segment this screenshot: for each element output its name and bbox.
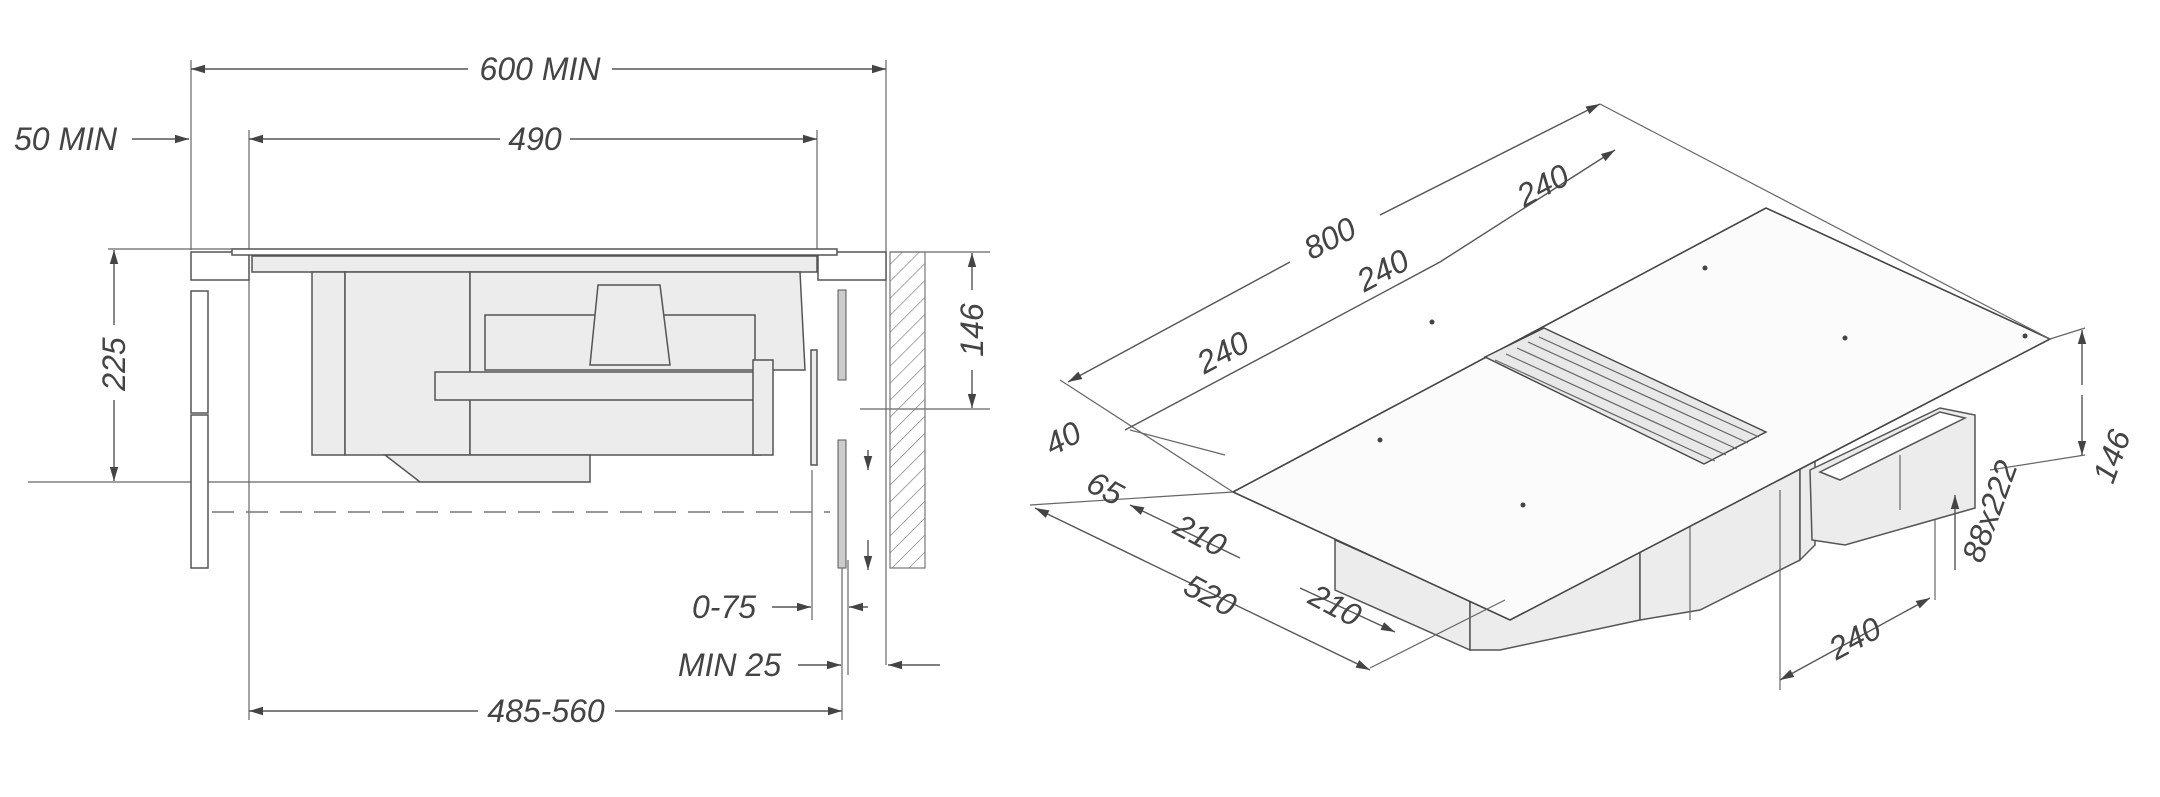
dim-50-min: 50 MIN — [14, 121, 189, 157]
back-panel-upper — [837, 289, 847, 381]
dim-min-25: MIN 25 — [678, 647, 940, 683]
label-50-min: 50 MIN — [14, 121, 118, 157]
label-146-iso: 146 — [2086, 425, 2138, 488]
label-146-side: 146 — [954, 303, 990, 357]
dim-146: 146 — [954, 253, 990, 408]
iso-view: 800 240 240 240 40 65 210 210 520 146 88… — [1029, 103, 2138, 690]
label-240-zone-2: 240 — [1350, 242, 1415, 299]
side-view: 600 MIN 50 MIN 490 225 146 0-75 — [14, 51, 990, 729]
label-min-25: MIN 25 — [678, 647, 781, 683]
label-65: 65 — [1081, 464, 1130, 513]
label-240-zone-1: 240 — [1190, 324, 1255, 381]
back-panel-lower — [837, 439, 847, 569]
label-225: 225 — [96, 337, 132, 392]
dim-0-75: 0-75 — [692, 589, 868, 625]
vent-grille — [1483, 327, 1768, 465]
worktop — [190, 251, 887, 569]
label-490: 490 — [508, 121, 562, 157]
label-240-duct: 240 — [1822, 610, 1887, 667]
dim-225: 225 — [96, 250, 132, 481]
label-240-zone-3: 240 — [1510, 157, 1575, 214]
label-600-min: 600 MIN — [480, 51, 602, 87]
label-485-560: 485-560 — [487, 693, 605, 729]
duct-outlet — [1809, 407, 1976, 546]
label-40: 40 — [1039, 414, 1088, 463]
wall — [889, 251, 926, 569]
label-520: 520 — [1178, 567, 1242, 624]
dim-146-iso: 146 — [2077, 330, 2138, 488]
label-210-a: 210 — [1167, 506, 1232, 563]
label-800: 800 — [1298, 210, 1362, 267]
hob-side — [231, 248, 838, 483]
label-0-75: 0-75 — [692, 589, 756, 625]
zone-markers — [1377, 265, 2028, 508]
dim-600-min: 600 MIN — [191, 51, 886, 87]
dim-490: 490 — [249, 121, 817, 157]
dim-485-560: 485-560 — [249, 693, 842, 729]
